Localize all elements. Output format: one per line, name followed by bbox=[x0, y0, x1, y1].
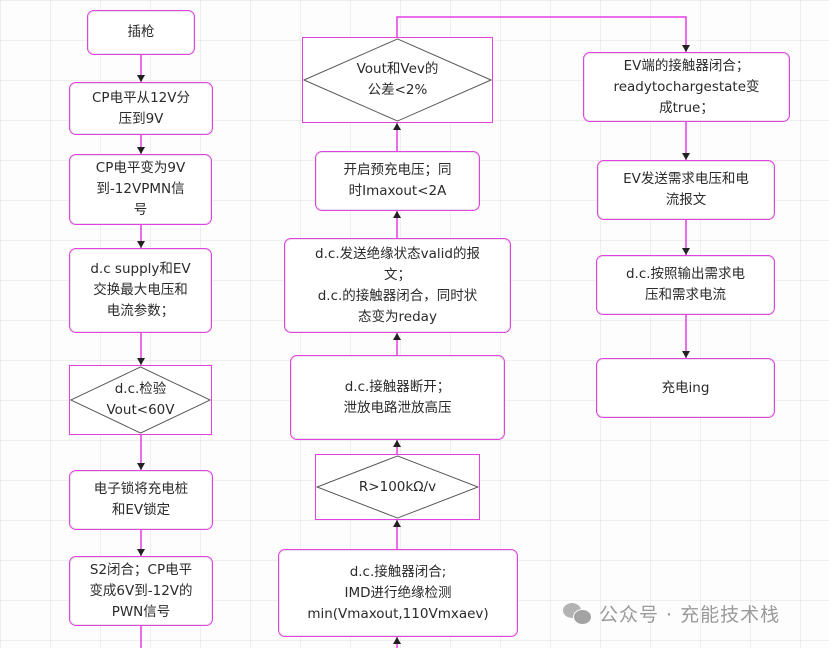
arrow-head-icon bbox=[682, 153, 690, 160]
diamond-shape bbox=[316, 455, 479, 519]
decision-check-vout-60v: d.c.检验 Vout<60V bbox=[69, 365, 212, 435]
watermark-text: 公众号 · 充能技术栈 bbox=[599, 604, 781, 626]
decision-check-resistance: R>100kΩ/v bbox=[315, 454, 480, 520]
node-precharge: 开启预充电压；同 时Imaxout<2A bbox=[315, 151, 480, 211]
node-charging: 充电ing bbox=[596, 358, 775, 418]
node-ev-send-request: EV发送需求电压和电 流报文 bbox=[597, 160, 775, 220]
node-label: 插枪 bbox=[127, 24, 155, 40]
node-label: d.c.接触器闭合; IMD进行绝缘检测 min(Vmaxout,110Vmxa… bbox=[307, 563, 489, 622]
decision-label: Vout和Vev的 公差<2% bbox=[356, 61, 439, 98]
arrow-head-icon bbox=[393, 333, 401, 340]
node-label: CP电平从12V分 压到9V bbox=[92, 89, 190, 127]
arrow-head-icon bbox=[137, 549, 145, 556]
decision-check-tolerance: Vout和Vev的 公差<2% bbox=[302, 37, 493, 123]
arrow-head-icon bbox=[393, 123, 401, 130]
node-label: S2闭合；CP电平 变成6V到-12V的 PWN信号 bbox=[89, 561, 193, 620]
node-cp-9v-pwm: CP电平变为9V 到-12VPMN信 号 bbox=[69, 154, 212, 225]
wechat-icon bbox=[563, 602, 592, 625]
arrow-head-icon bbox=[393, 637, 401, 644]
node-label: d.c.发送绝缘状态valid的报 文； d.c.的接触器闭合，同时状 态变为r… bbox=[315, 245, 480, 325]
diamond-shape bbox=[70, 366, 211, 434]
node-plug-in: 插枪 bbox=[87, 10, 195, 55]
arrow-head-icon bbox=[137, 241, 145, 248]
node-label: CP电平变为9V 到-12VPMN信 号 bbox=[95, 160, 186, 218]
diamond-shape bbox=[303, 38, 492, 122]
arrow-head-icon bbox=[682, 248, 690, 255]
arrow-head-icon bbox=[137, 147, 145, 154]
node-dc-output: d.c.按照输出需求电 压和需求电流 bbox=[596, 255, 775, 315]
node-label: 电子锁将充电桩 和EV锁定 bbox=[93, 481, 189, 518]
arrow-head-icon bbox=[682, 351, 690, 358]
node-insulation-valid: d.c.发送绝缘状态valid的报 文； d.c.的接触器闭合，同时状 态变为r… bbox=[284, 238, 511, 333]
watermark: 公众号 · 充能技术栈 bbox=[563, 600, 780, 627]
arrow-head-icon bbox=[682, 45, 690, 52]
arrow-head-icon bbox=[393, 211, 401, 218]
node-lock-connector: 电子锁将充电桩 和EV锁定 bbox=[69, 470, 213, 530]
arrow-head-icon bbox=[393, 440, 401, 447]
arrow-head-icon bbox=[137, 463, 145, 470]
node-exchange-params: d.c supply和EV 交换最大电压和 电流参数； bbox=[69, 248, 212, 333]
node-cp-12v-to-9v: CP电平从12V分 压到9V bbox=[69, 82, 213, 135]
node-label: 充电ing bbox=[661, 379, 710, 396]
node-label: EV发送需求电压和电 流报文 bbox=[623, 171, 749, 208]
arrow-head-icon bbox=[137, 358, 145, 365]
node-s2-close: S2闭合；CP电平 变成6V到-12V的 PWN信号 bbox=[69, 556, 213, 626]
node-label: d.c.接触器断开； 泄放电路泄放高压 bbox=[343, 378, 452, 416]
node-label: d.c.按照输出需求电 压和需求电流 bbox=[625, 266, 746, 303]
arrow-head-icon bbox=[393, 520, 401, 527]
node-label: EV端的接触器闭合； readytochargestate变 成true； bbox=[613, 57, 760, 116]
node-ev-contactor-close: EV端的接触器闭合； readytochargestate变 成true； bbox=[583, 52, 790, 122]
arrow-head-icon bbox=[137, 75, 145, 82]
node-label: 开启预充电压；同 时Imaxout<2A bbox=[343, 162, 452, 199]
node-imd-check: d.c.接触器闭合; IMD进行绝缘检测 min(Vmaxout,110Vmxa… bbox=[278, 549, 518, 637]
node-label: d.c supply和EV 交换最大电压和 电流参数； bbox=[90, 261, 191, 319]
node-contactor-open-discharge: d.c.接触器断开； 泄放电路泄放高压 bbox=[290, 355, 505, 440]
decision-label: R>100kΩ/v bbox=[358, 478, 437, 495]
decision-label: d.c.检验 Vout<60V bbox=[106, 381, 175, 418]
